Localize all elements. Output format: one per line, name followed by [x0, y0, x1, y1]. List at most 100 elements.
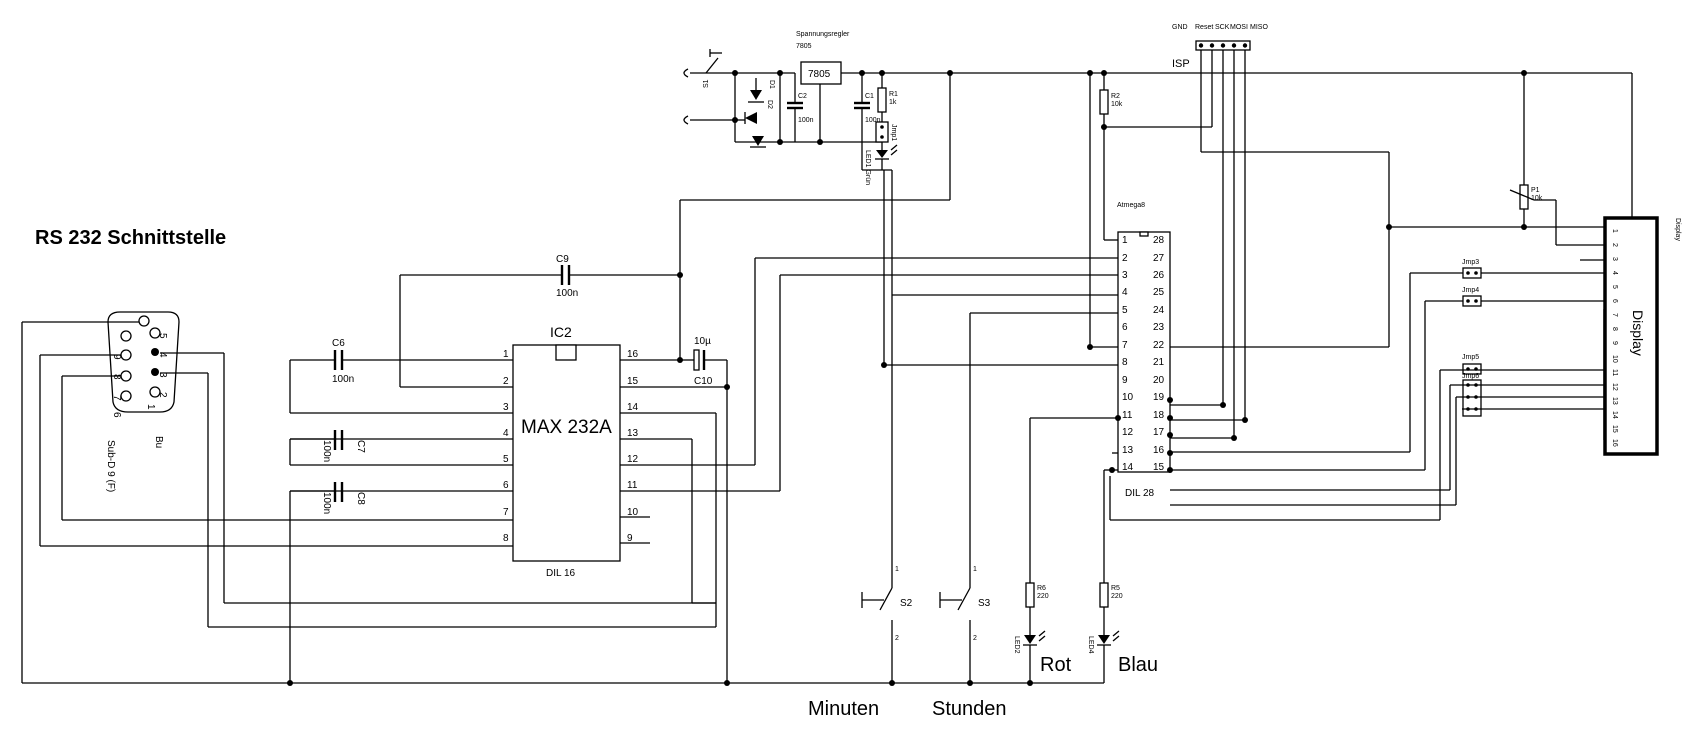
jumper-jmp4[interactable]: Jmp4: [1462, 287, 1482, 307]
atmega-pin-r25: 25: [1153, 287, 1165, 298]
atmega-pin-r24: 24: [1153, 305, 1165, 316]
max232-pin-l4: 4: [503, 428, 509, 439]
switch-s1[interactable]: S1: [703, 49, 722, 88]
max232-pin-r16: 16: [627, 349, 639, 360]
atmega-pin-l2: 2: [1122, 253, 1128, 264]
switch-s3-label: S3: [978, 598, 991, 609]
atmega-pin-r19: 19: [1153, 392, 1165, 403]
potentiometer-p1: P1 10k: [1509, 73, 1604, 246]
display-pin-6: 6: [1611, 299, 1618, 303]
atmega-pin-r20: 20: [1153, 375, 1165, 386]
atmega-pin-r22: 22: [1153, 340, 1165, 351]
diode-d2-label: D2: [766, 100, 773, 109]
capacitor-c1-ref: C1: [865, 93, 874, 100]
power-supply: S1 D1 D2 C2: [683, 49, 898, 185]
capacitor-c9: C9 100n: [399, 254, 680, 387]
regulator-title: Spannungsregler: [796, 31, 850, 38]
connector-pin-5: 5: [157, 333, 168, 339]
atmega-pin-l3: 3: [1122, 270, 1128, 281]
capacitor-c9-ref: C9: [556, 254, 569, 265]
display-pin-1: 1: [1611, 229, 1618, 233]
resistor-r2-ref: R2: [1111, 93, 1120, 100]
led-2-label: LED2: [1013, 636, 1020, 654]
connector-pin-3: 3: [157, 372, 168, 378]
connector-pin-7: 7: [111, 395, 122, 401]
ic-atmega8: Atmega8 DIL 28 1 2 3 4 5 6 7 8 9 10 11 1…: [1117, 202, 1171, 499]
atmega-pin-r16: 16: [1153, 445, 1165, 456]
max232-pin-l8: 8: [503, 533, 509, 544]
atmega-pin-l4: 4: [1122, 287, 1128, 298]
jumper-jmp5[interactable]: Jmp5: [1462, 354, 1482, 375]
max232-pin-l6: 6: [503, 480, 509, 491]
atmega-pin-l12: 12: [1122, 427, 1134, 438]
max232-name: MAX 232A: [521, 417, 612, 438]
connector-pin-9: 9: [111, 354, 122, 360]
atmega-pin-l1: 1: [1122, 235, 1128, 246]
capacitor-c7-ref: C7: [355, 440, 366, 453]
minuten-label: Minuten: [808, 698, 879, 720]
display-pin-8: 8: [1611, 327, 1618, 331]
atmega-pin-r27: 27: [1153, 253, 1165, 264]
connector-pin-6: 6: [111, 412, 122, 418]
max232-ref: IC2: [550, 324, 572, 340]
display-pin-15: 15: [1611, 425, 1618, 433]
jumper-jmp1[interactable]: Jmp1: [875, 121, 897, 143]
max232-pin-l7: 7: [503, 507, 509, 518]
capacitor-c6: C6 100n: [289, 338, 490, 413]
atmega-pin-r21: 21: [1153, 357, 1165, 368]
max232-pin-r13: 13: [627, 428, 639, 439]
switch-s2-label: S2: [900, 598, 913, 609]
regulator-part: 7805: [796, 43, 812, 50]
jumper-jmp6-label: Jmp6: [1462, 373, 1479, 380]
atmega-pin-r18: 18: [1153, 410, 1165, 421]
switch-s3[interactable]: S3 1 2: [939, 312, 1118, 683]
max232-pin-r10: 10: [627, 507, 639, 518]
display-pin-13: 13: [1611, 397, 1618, 405]
display-title: Display: [1630, 310, 1646, 356]
switch-s2[interactable]: S2 1 2: [861, 170, 913, 683]
resistor-r6-ref: R6: [1037, 585, 1046, 592]
capacitor-c8: C8 100n: [289, 482, 366, 683]
atmega-pin-r23: 23: [1153, 322, 1165, 333]
ic-max232: IC2 MAX 232A DIL 16 1 2 3 4 5 6 7 8 16 1…: [290, 257, 1118, 683]
capacitor-c1: C1 100n: [817, 70, 881, 145]
capacitor-c1-value: 100n: [865, 117, 881, 124]
display-pin-11: 11: [1611, 369, 1618, 376]
max232-pin-l3: 3: [503, 402, 509, 413]
max232-pin-r11: 11: [627, 480, 638, 491]
connector-suffix: Bu: [153, 436, 164, 448]
isp-pin-gnd: GND: [1172, 24, 1188, 31]
max232-pin-r15: 15: [627, 376, 639, 387]
potentiometer-p1-value: 10k: [1531, 195, 1543, 202]
stunden-label: Stunden: [932, 698, 1007, 720]
switch-s3-pin2: 2: [973, 635, 977, 642]
led-1-label: LED1 Grün: [864, 150, 871, 185]
isp-pin-reset: Reset: [1195, 24, 1213, 31]
capacitor-c10-ref: C10: [694, 376, 713, 387]
jumper-jmp3-label: Jmp3: [1462, 259, 1479, 266]
resistor-r2: R2 10k: [1099, 50, 1213, 241]
atmega-pin-r26: 26: [1153, 270, 1165, 281]
resistor-r1-value: 1k: [889, 99, 897, 106]
capacitor-c2-ref: C2: [798, 93, 807, 100]
connector-name: Sub-D 9 (F): [105, 440, 116, 492]
resistor-r1: R1 1k: [877, 70, 898, 122]
connector-pin-2: 2: [157, 392, 168, 398]
atmega-pin-l13: 13: [1122, 445, 1134, 456]
jumper-jmp3[interactable]: Jmp3: [1462, 259, 1482, 279]
sub-d9-connector: 5 4 3 2 1 9 8 7 6 Sub-D 9 (F) Bu: [22, 311, 716, 628]
connector-pin-1: 1: [145, 404, 156, 410]
resistor-r1-ref: R1: [889, 91, 898, 98]
display-pin-5: 5: [1611, 285, 1618, 289]
isp-pin-sck: SCK: [1215, 24, 1230, 31]
atmega-pin-l8: 8: [1122, 357, 1128, 368]
max232-pin-l2: 2: [503, 376, 509, 387]
capacitor-c10-value: 10µ: [694, 336, 711, 347]
atmega-pin-r28: 28: [1153, 235, 1165, 246]
blau-label: Blau: [1118, 654, 1158, 676]
display-pin-16: 16: [1611, 439, 1618, 447]
capacitor-c8-value: 100n: [321, 492, 332, 514]
resistor-r5-ref: R5: [1111, 585, 1120, 592]
display-pin-4: 4: [1611, 271, 1618, 275]
